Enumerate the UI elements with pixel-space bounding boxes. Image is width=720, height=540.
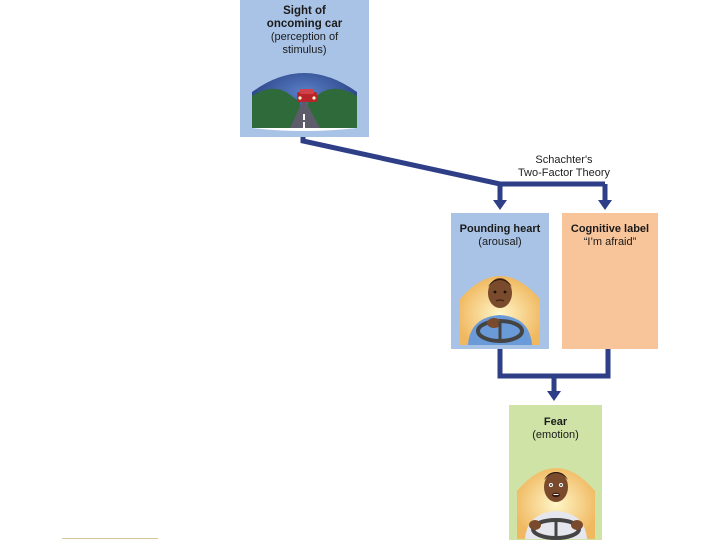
driver-fear-icon (517, 468, 595, 540)
arrowhead-arousal (493, 200, 507, 210)
arrowhead-label (598, 200, 612, 210)
car-scene-icon (252, 73, 357, 131)
theory-label: Schachter's Two-Factor Theory (517, 154, 611, 179)
emotion-subtitle: (emotion) (532, 429, 579, 441)
stimulus-title: Sight of oncoming car (266, 5, 343, 30)
cognitive-label-box: Cognitive label “I’m afraid” (562, 213, 658, 349)
cognitive-title: Cognitive label (570, 223, 650, 235)
stimulus-box: Sight of oncoming car (perception of sti… (240, 0, 369, 137)
driver-arousal-icon (460, 276, 540, 345)
arrow-merge (497, 349, 611, 379)
emotion-box: Fear (emotion) (509, 405, 602, 540)
emotion-title: Fear (543, 416, 568, 428)
stimulus-subtitle: (perception of stimulus) (270, 31, 339, 56)
arrowhead-emotion (547, 391, 561, 401)
arousal-subtitle: (arousal) (478, 236, 522, 248)
arousal-box: Pounding heart (arousal) (451, 213, 549, 349)
cognitive-subtitle: “I’m afraid” (583, 236, 637, 248)
footer-rule (62, 538, 158, 539)
arousal-title: Pounding heart (459, 223, 541, 235)
